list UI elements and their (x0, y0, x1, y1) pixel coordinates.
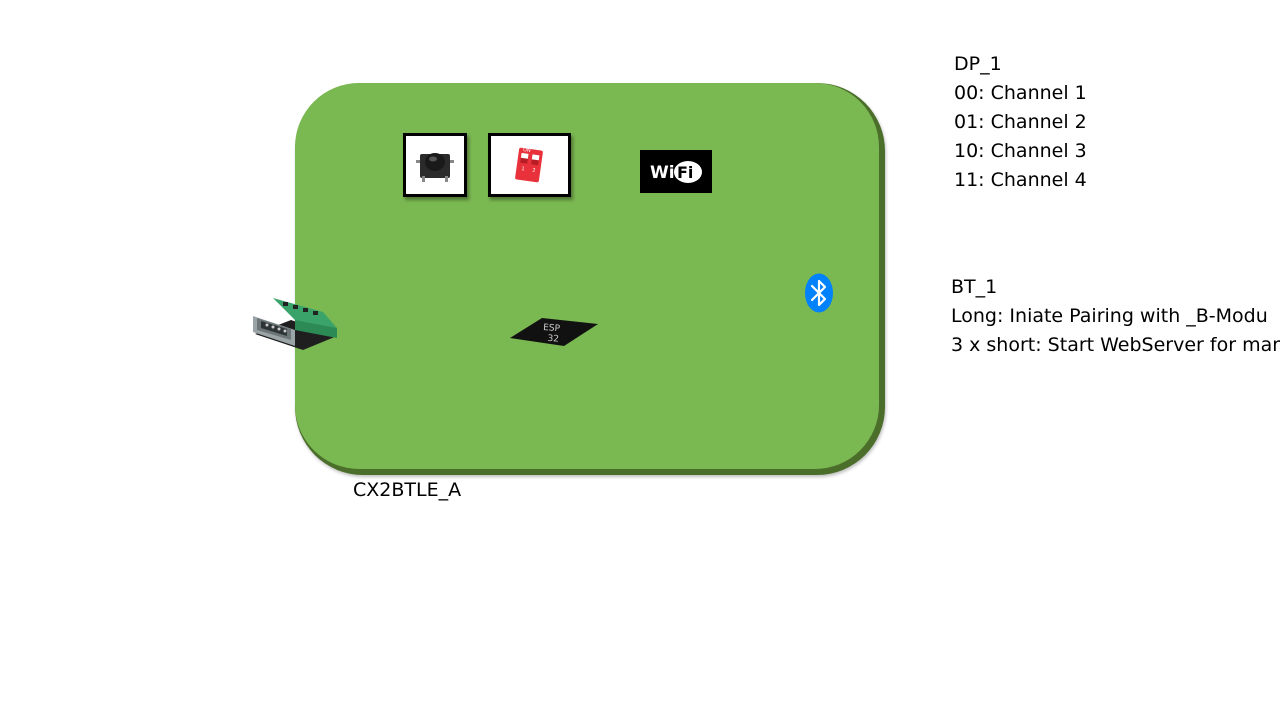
dp-info-line: 00: Channel 1 (954, 82, 1087, 104)
dip-switch-number-2: 2 (532, 168, 536, 174)
bt-info-title: BT_1 (951, 276, 998, 298)
bt-info-line: Long: Iniate Pairing with _B-Modu (951, 305, 1268, 327)
dip-switch-number-1: 1 (521, 166, 525, 172)
dp-info-line: 10: Channel 3 (954, 140, 1087, 162)
esp32-chip-text-1: ESP (543, 323, 561, 334)
dip-switch-icon: ON 1 2 (515, 147, 543, 183)
bt-info-line: 3 x short: Start WebServer for mar (951, 334, 1280, 356)
dp-info-line: 11: Channel 4 (954, 169, 1087, 191)
wifi-text-left: Wi (650, 163, 675, 183)
bluetooth-icon (804, 273, 834, 313)
wifi-logo: Wi Fi (640, 150, 712, 193)
dp-info-block: DP_1 00: Channel 1 01: Channel 2 10: Cha… (954, 50, 1087, 195)
module-board-face (295, 83, 879, 469)
esp32-chip-text-2: 32 (547, 334, 559, 345)
bt-info-block: BT_1 Long: Iniate Pairing with _B-Modu 3… (951, 273, 1280, 360)
dip-switch-on-label: ON (523, 147, 532, 154)
esp32-chip: ESP 32 (506, 308, 602, 356)
dp-info-title: DP_1 (954, 53, 1002, 75)
dip-switch-component: ON 1 2 (488, 133, 571, 197)
module-board (295, 83, 885, 475)
board-label: CX2BTLE_A (353, 479, 462, 501)
push-button-icon (416, 153, 454, 182)
push-button-component (403, 133, 467, 197)
wifi-text-right: Fi (677, 163, 693, 182)
dp-info-line: 01: Channel 2 (954, 111, 1087, 133)
db9-connector-icon (243, 290, 341, 358)
